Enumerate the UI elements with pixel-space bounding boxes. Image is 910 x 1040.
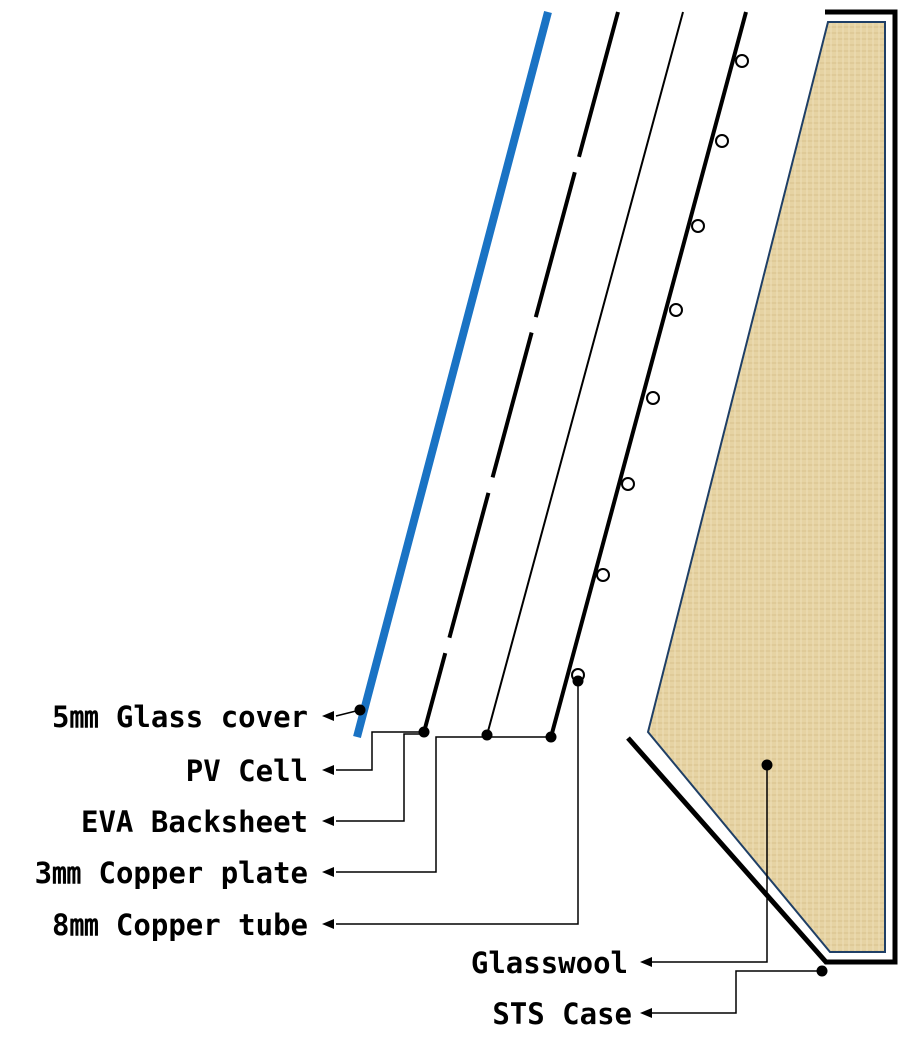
glasswool-leader: [652, 765, 768, 963]
eva-anchor-dot: [481, 729, 493, 741]
eva-backsheet-line: [486, 11, 684, 736]
copper-plate-leader: [336, 736, 551, 873]
sts-case-outer: [626, 9, 898, 965]
copper-tube-section: [596, 568, 610, 582]
arrow-icon: [322, 765, 334, 775]
pv-cell-leader: [336, 731, 424, 771]
glasswool-insulation: [646, 21, 886, 953]
copper-plate-label: 3㎜ Copper plate: [35, 856, 308, 890]
arrow-icon: [322, 816, 334, 826]
glass-cover-label: 5㎜ Glass cover: [52, 700, 308, 734]
copper-tube-label: 8㎜ Copper tube: [52, 908, 308, 942]
arrow-icon: [640, 1008, 652, 1018]
glass-cover-line: [353, 10, 552, 739]
copper-plate-line: [549, 11, 748, 738]
copper-tube-leader: [336, 681, 579, 925]
arrow-icon: [322, 919, 334, 929]
eva-backsheet-label: EVA Backsheet: [81, 805, 308, 839]
copper-tube-section: [715, 134, 729, 148]
copper-tube-section: [735, 54, 749, 68]
sts-case-label: STS Case: [492, 997, 632, 1031]
arrow-icon: [322, 711, 334, 721]
sts-case-leader: [652, 970, 822, 1014]
arrow-icon: [640, 957, 652, 967]
copper-tube-section: [691, 219, 705, 233]
copper-tube-section: [621, 477, 635, 491]
glasswool-label: Glasswool: [471, 946, 628, 980]
eva-backsheet-leader: [336, 733, 424, 822]
leader-lines: [335, 681, 822, 1014]
arrow-icon: [322, 867, 334, 877]
pv-cell-label: PV Cell: [186, 754, 308, 788]
copper-tubes: [571, 54, 749, 682]
glass-cover-leader: [335, 709, 361, 717]
copper-tube-section: [646, 391, 660, 405]
pv-cell-line: [422, 11, 620, 733]
copper-tube-section: [669, 303, 683, 317]
arrowheads: [322, 711, 652, 1018]
